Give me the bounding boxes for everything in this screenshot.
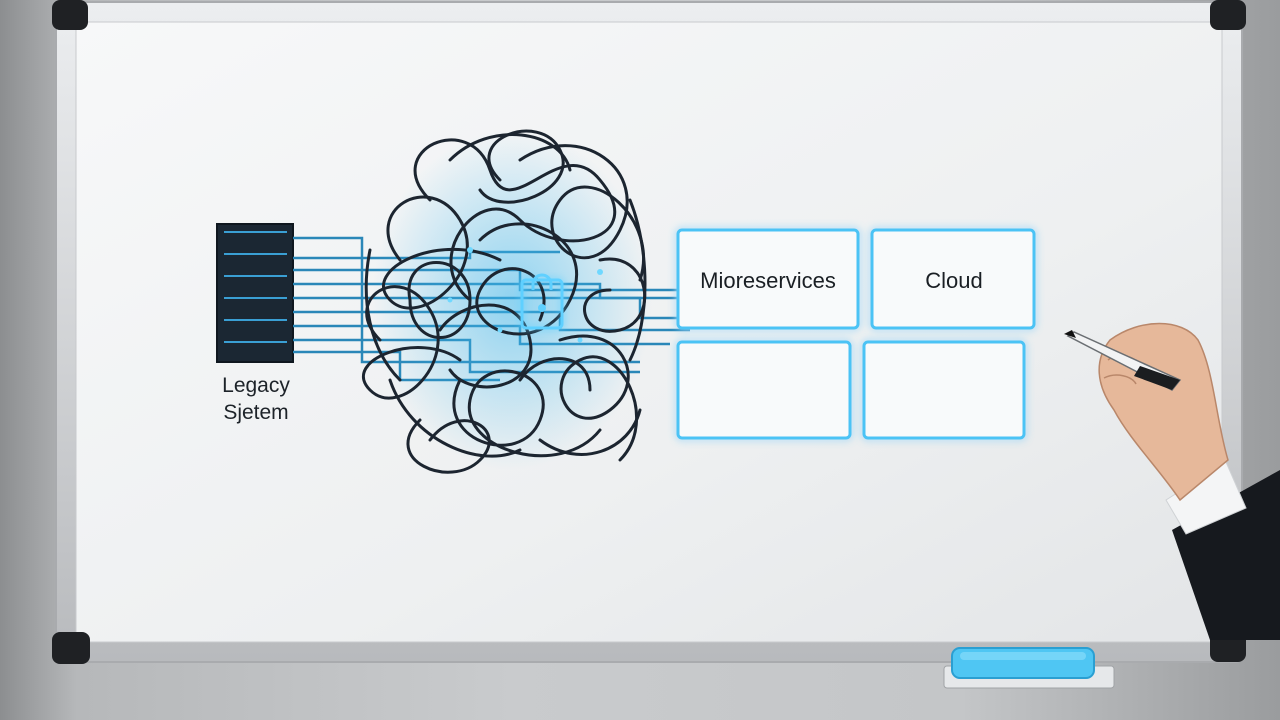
legacy-system-label: Legacy Sjetem xyxy=(206,372,306,426)
eraser-icon xyxy=(951,647,1095,679)
legacy-label-line1: Legacy xyxy=(222,374,290,397)
panel-microservices xyxy=(676,228,860,330)
server-rack-icon xyxy=(216,223,294,363)
marker-pen-icon xyxy=(1064,330,1182,391)
panel-empty-left xyxy=(676,340,852,440)
panel-cloud xyxy=(870,228,1036,330)
cloud-label: Cloud xyxy=(925,268,983,293)
legacy-label-line2: Sjetem xyxy=(223,401,289,424)
tangle-icon xyxy=(361,129,652,474)
panel-empty-right xyxy=(862,340,1026,440)
microservices-label: Mioreservices xyxy=(700,268,836,293)
